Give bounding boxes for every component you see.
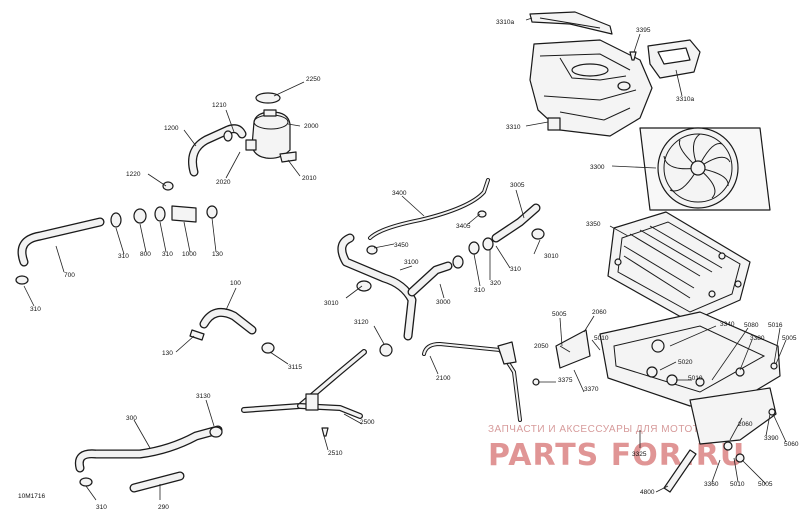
callout-3100: 3100 [404, 259, 419, 266]
callout-130-b: 130 [162, 350, 173, 357]
callout-320: 320 [490, 280, 501, 287]
callout-100: 100 [230, 280, 241, 287]
callout-310-a: 310 [474, 287, 485, 294]
callout-3375: 3375 [558, 377, 573, 384]
callout-3340: 3340 [720, 321, 735, 328]
radiator [607, 211, 751, 323]
callout-2010: 2010 [302, 175, 317, 182]
callout-5005-b: 5005 [782, 335, 797, 342]
callout-2050: 2050 [534, 343, 549, 350]
callout-1220: 1220 [126, 171, 141, 178]
callout-5060: 5060 [784, 441, 799, 448]
callout-5020: 5020 [678, 359, 693, 366]
radiator-fan [639, 127, 771, 211]
callout-310-e: 310 [30, 306, 41, 313]
callout-3010-left: 3010 [324, 300, 339, 307]
callout-310-b: 310 [510, 266, 521, 273]
callout-5010-b: 5010 [688, 375, 703, 382]
coolant-expansion-tank [245, 92, 297, 163]
callout-3300: 3300 [590, 164, 605, 171]
callout-5010-c: 5010 [730, 481, 745, 488]
callout-3310a-right: 3310a [676, 96, 694, 103]
callout-3310a-top: 3310a [496, 19, 514, 26]
callout-3130: 3130 [196, 393, 211, 400]
callout-3005: 3005 [510, 182, 525, 189]
callout-3400: 3400 [392, 190, 407, 197]
coolant-pipe-2500 [241, 349, 367, 419]
callout-5010-a: 5010 [594, 335, 609, 342]
callout-3380: 3380 [750, 335, 765, 342]
callout-800: 800 [140, 251, 151, 258]
callout-1000: 1000 [182, 251, 197, 258]
watermark-subtitle: ЗАПЧАСТИ И АКСЕССУАРЫ ДЛЯ МОТОТЕХНИКИ [488, 424, 743, 435]
radiator-support-brackets [555, 311, 781, 493]
callout-1210: 1210 [212, 102, 227, 109]
callout-3120: 3120 [354, 319, 369, 326]
callout-4800: 4800 [640, 489, 655, 496]
callout-300: 300 [126, 415, 137, 422]
callout-2000: 2000 [304, 123, 319, 130]
diagram-id: 10M1716 [18, 493, 45, 500]
callout-2250: 2250 [306, 76, 321, 83]
callout-5016: 5016 [768, 322, 783, 329]
callout-3010-right: 3010 [544, 253, 559, 260]
callout-5005-c: 5005 [758, 481, 773, 488]
callout-2060-a: 2060 [592, 309, 607, 316]
callout-3370: 3370 [584, 386, 599, 393]
callout-3405: 3405 [456, 223, 471, 230]
callout-5005-a: 5005 [552, 311, 567, 318]
leader-lines [23, 17, 787, 501]
coolant-hoses [17, 124, 541, 493]
callout-labels: 3310a 3395 3310a 3310 3300 2250 1210 200… [30, 19, 799, 511]
callout-3310: 3310 [506, 124, 521, 131]
callout-310-f: 310 [96, 504, 107, 511]
callout-5080: 5080 [744, 322, 759, 329]
callout-2510: 2510 [328, 450, 343, 457]
callout-3350: 3350 [586, 221, 601, 228]
callout-2020: 2020 [216, 179, 231, 186]
callout-3360: 3360 [704, 481, 719, 488]
callout-2100: 2100 [436, 375, 451, 382]
callout-3325: 3325 [632, 451, 647, 458]
callout-3390: 3390 [764, 435, 779, 442]
air-box-assembly [529, 11, 701, 137]
callout-310-c: 310 [118, 253, 129, 260]
callout-3395: 3395 [636, 27, 651, 34]
clamps-and-fittings [15, 130, 545, 487]
callout-310-d: 310 [162, 251, 173, 258]
callout-290: 290 [158, 504, 169, 511]
callout-3115: 3115 [288, 364, 302, 371]
callout-3000: 3000 [436, 299, 451, 306]
callout-2060-b: 2060 [738, 421, 753, 428]
callout-700: 700 [64, 272, 75, 279]
callout-3450: 3450 [394, 242, 409, 249]
callout-2500: 2500 [360, 419, 375, 426]
callout-130-a: 130 [212, 251, 223, 258]
callout-1200: 1200 [164, 125, 179, 132]
